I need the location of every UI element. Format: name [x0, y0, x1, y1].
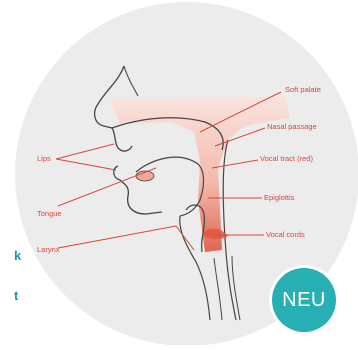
label-nasal-passage: Nasal passage	[267, 122, 317, 131]
label-epiglottis: Epiglottis	[264, 193, 295, 202]
side-fragment-k: k	[14, 248, 21, 263]
new-badge-label: NEU	[282, 289, 326, 312]
label-tongue: Tongue	[37, 209, 62, 218]
label-lips: Lips	[37, 154, 51, 163]
label-vocal-tract: Vocal tract (red)	[260, 154, 313, 163]
new-badge: NEU	[272, 268, 336, 332]
label-soft-palate: Soft palate	[285, 85, 321, 94]
label-larynx: Larynx	[37, 245, 60, 254]
side-fragment-t: t	[14, 288, 18, 303]
label-vocal-cords: Vocal cords	[266, 230, 305, 239]
